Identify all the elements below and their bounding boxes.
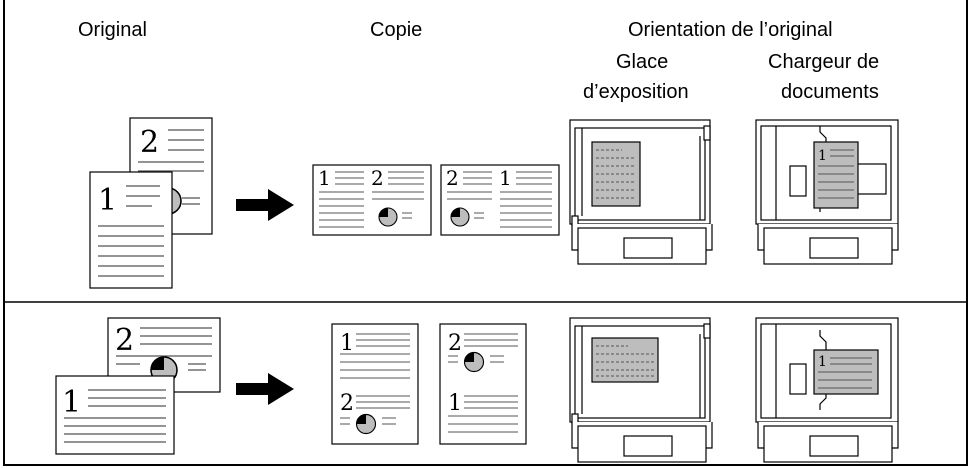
page-number-1: 1 [98, 183, 117, 218]
page-number-2: 2 [140, 125, 159, 160]
row1-copy-b: 2 1 [440, 164, 560, 236]
copy-page-number: 2 [340, 391, 354, 416]
copy-page-number: 2 [371, 166, 384, 190]
copy-page-number: 1 [318, 166, 331, 190]
header-feeder-line2: documents [781, 81, 879, 103]
row2-original-page1: 1 [55, 375, 175, 455]
row2-document-feeder: 1 [755, 317, 899, 463]
copy-page-number: 2 [446, 166, 459, 190]
copy-page-number: 1 [340, 331, 354, 356]
row1-document-feeder: 1 [755, 119, 899, 265]
copy-page-number: 1 [499, 166, 512, 190]
copy-page-number: 2 [448, 331, 462, 356]
copy-page-number: 1 [448, 391, 462, 416]
row1-original-page1: 1 [89, 171, 173, 289]
arrow-right-icon [236, 373, 294, 405]
header-feeder-line1: Chargeur de [768, 51, 880, 73]
arrow-right-icon [236, 189, 294, 221]
feeder-page-number: 1 [818, 148, 827, 164]
row2-copy-b: 2 1 [439, 323, 527, 445]
feeder-page-number: 1 [818, 354, 827, 370]
diagram-frame [3, 0, 968, 466]
row1-copy-a: 1 2 [312, 164, 432, 236]
header-original: Original [78, 19, 147, 41]
page-number-2: 2 [115, 323, 134, 358]
row2-copy-a: 1 2 [331, 323, 419, 445]
header-glass-line2: d’exposition [583, 81, 689, 103]
header-orientation: Orientation de l’original [628, 19, 833, 41]
page-number-1: 1 [62, 385, 81, 420]
row1-glass-scanner [569, 119, 713, 265]
header-copy: Copie [370, 19, 423, 41]
header-glass-line1: Glace [616, 51, 669, 73]
row2-glass-scanner [569, 317, 713, 463]
